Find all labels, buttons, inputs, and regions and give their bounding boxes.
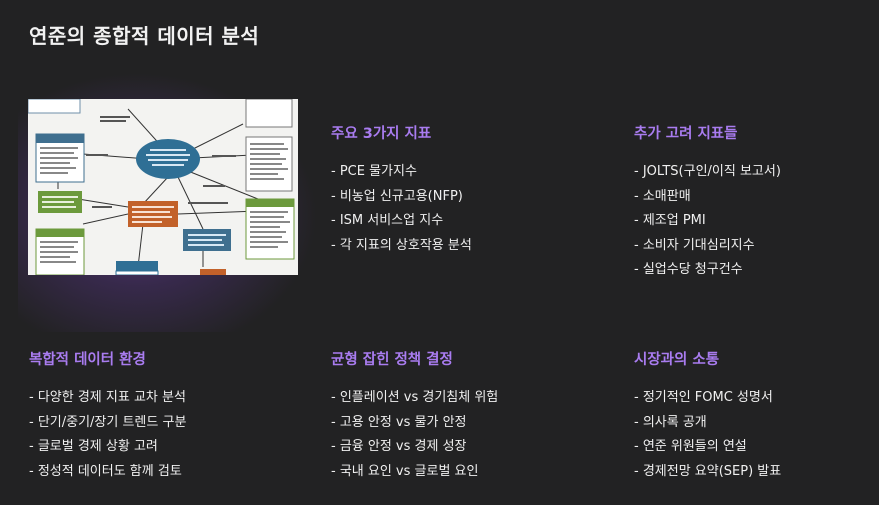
list-item: - ISM 서비스업 지수 [331,213,444,228]
list-item: - 단기/중기/장기 트렌드 구분 [29,414,187,430]
section-heading: 시장과의 소통 [634,352,720,368]
section-heading: 복합적 데이터 환경 [29,352,146,368]
section-balanced-policy: 균형 잡힌 정책 결정 - 인플레이션 vs 경기침체 위험 - 고용 안정 v… [331,348,591,484]
list-item: - JOLTS(구인/이직 보고서) [634,164,781,179]
economic-flow-diagram-image [28,99,298,275]
section-heading: 주요 3가지 지표 [331,126,432,142]
list-item: - 연준 위원들의 연설 [634,439,747,454]
list-item: - PCE 물가지수 [331,164,417,179]
section-market-communication: 시장과의 소통 - 정기적인 FOMC 성명서 - 의사록 공개 - 연준 위원… [634,348,879,484]
section-extra-indicators: 추가 고려 지표들 - JOLTS(구인/이직 보고서) - 소매판매 - 제조… [634,122,879,283]
list-item: - 경제전망 요약(SEP) 발표 [634,463,782,479]
list-item: - 제조업 PMI [634,213,706,228]
list-item: - 의사록 공개 [634,414,707,430]
section-complex-data: 복합적 데이터 환경 - 다양한 경제 지표 교차 분석 - 단기/중기/장기 … [29,348,289,484]
page-title: 연준의 종합적 데이터 분석 [29,24,260,48]
list-item: - 비농업 신규고용(NFP) [331,188,463,204]
list-item: - 글로벌 경제 상황 고려 [29,439,158,454]
list-item: - 다양한 경제 지표 교차 분석 [29,390,186,405]
list-item: - 고용 안정 vs 물가 안정 [331,414,467,430]
list-item: - 인플레이션 vs 경기침체 위험 [331,390,499,405]
list-item: - 정성적 데이터도 함께 검토 [29,463,182,479]
section-heading: 균형 잡힌 정책 결정 [331,352,453,368]
section-main-indicators: 주요 3가지 지표 - PCE 물가지수 - 비농업 신규고용(NFP) - I… [331,122,591,258]
list-item: - 정기적인 FOMC 성명서 [634,390,773,405]
list-item: - 금융 안정 vs 경제 성장 [331,439,467,454]
list-item: - 실업수당 청구건수 [634,262,743,277]
list-item: - 소비자 기대심리지수 [634,237,755,253]
list-item: - 국내 요인 vs 글로벌 요인 [331,463,479,479]
list-item: - 각 지표의 상호작용 분석 [331,237,472,253]
section-heading: 추가 고려 지표들 [634,126,738,142]
list-item: - 소매판매 [634,188,691,204]
